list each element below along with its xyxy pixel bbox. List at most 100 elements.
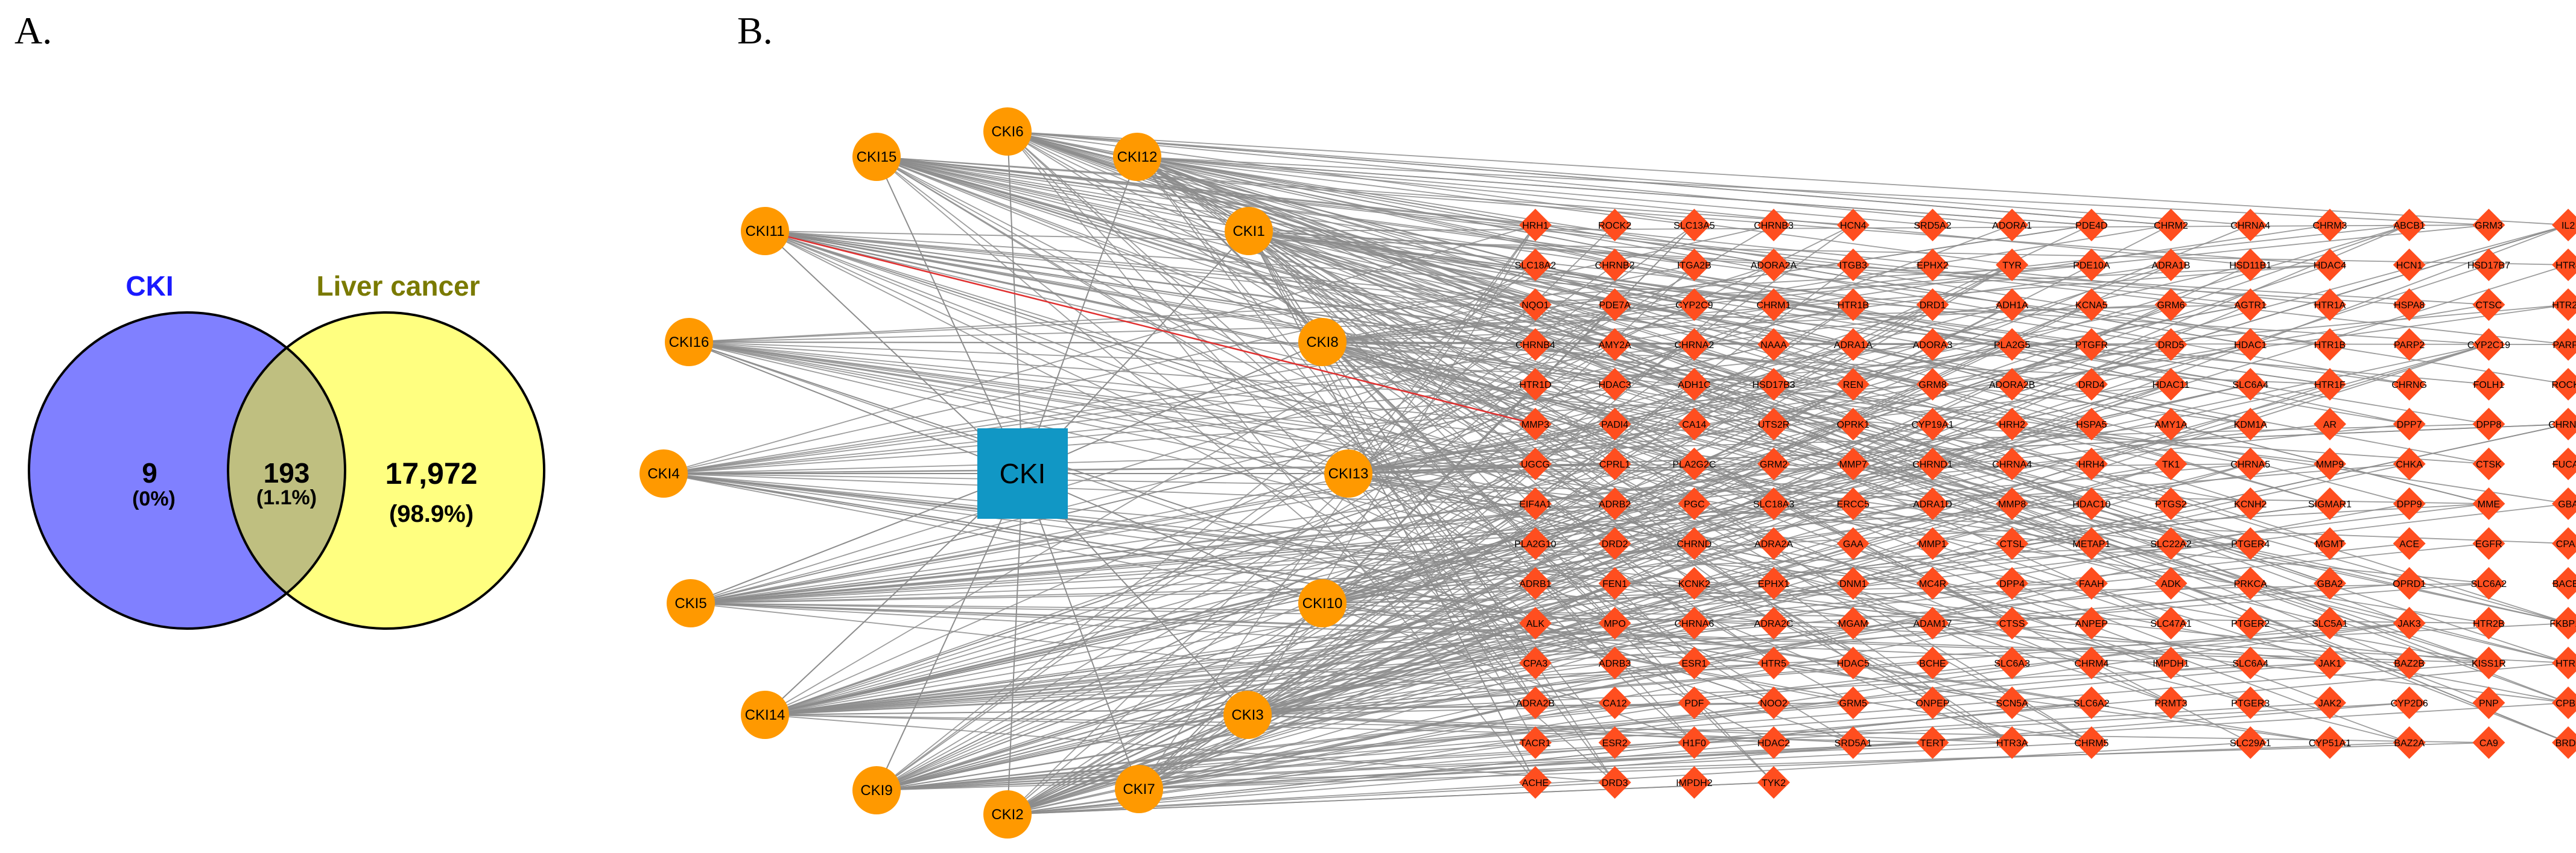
target-diamond <box>2472 647 2505 679</box>
target-diamond <box>2552 687 2576 719</box>
target-diamond <box>1678 527 1711 560</box>
target-diamond <box>1757 647 1791 679</box>
target-node: SLC6A4 <box>2233 368 2268 401</box>
venn-overlap-count: 193 <box>264 457 310 489</box>
target-node: HDAC5 <box>1837 647 1870 679</box>
target-diamond <box>2154 209 2187 241</box>
edge-cki15-nqo1 <box>876 156 1536 305</box>
target-label: TK1 <box>2162 460 2180 470</box>
target-label: HSD17B7 <box>2467 261 2510 271</box>
target-node: FAAH <box>2075 567 2108 600</box>
target-node: CYP2D6 <box>2391 687 2428 719</box>
target-node: PDF <box>1678 687 1711 719</box>
target-node: AR <box>2314 408 2346 440</box>
target-diamond <box>1836 368 1870 401</box>
target-label: CPRL1 <box>1599 460 1631 470</box>
target-label: EGFR <box>2475 539 2502 550</box>
compound-circle <box>1225 207 1273 255</box>
target-diamond <box>2314 567 2346 600</box>
target-node: MMP7 <box>1836 448 1870 480</box>
target-node: PADI4 <box>1598 408 1631 440</box>
target-diamond <box>1598 567 1631 600</box>
edge-cki13-htr2c <box>1348 304 2569 474</box>
edge-cki16-htr2b <box>688 341 2489 624</box>
target-diamond <box>2075 487 2108 520</box>
target-label: MMP3 <box>1521 420 1549 430</box>
edge-cki5-adrb2 <box>690 503 1615 604</box>
target-label: AGTR1 <box>2235 300 2267 311</box>
target-label: PDE10A <box>2073 261 2110 271</box>
target-diamond <box>2075 408 2108 440</box>
compound-label: CKI15 <box>857 149 897 165</box>
target-diamond <box>1678 408 1711 440</box>
target-diamond <box>2234 726 2267 759</box>
target-node: HDAC3 <box>1599 368 1631 401</box>
target-diamond <box>1757 726 1791 759</box>
target-node: GBA2 <box>2314 567 2346 600</box>
edge-cki1-ctsc <box>1248 230 2489 305</box>
edge-cki9-amy2a <box>876 344 1616 791</box>
target-diamond <box>1598 766 1631 799</box>
target-label: FUCA1 <box>2552 460 2576 470</box>
edge-cki15-htr1a <box>876 156 2330 305</box>
target-diamond <box>1678 766 1711 799</box>
edge-cki11-htr4 <box>764 230 2569 265</box>
edge-cki9-hspa5 <box>876 423 2092 791</box>
target-label: BAZ2B <box>2394 659 2425 669</box>
target-label: PDF <box>1684 699 1704 709</box>
target-label: MMP1 <box>1918 539 1946 550</box>
edge-cki16-hdac4 <box>688 264 2330 343</box>
target-diamond <box>1598 328 1631 361</box>
target-label: PNP <box>2479 699 2499 709</box>
compound-node-cki5: CKI5 <box>667 579 715 627</box>
target-node: ADRA2C <box>1754 607 1794 639</box>
target-node: CHRM2 <box>2154 209 2188 241</box>
target-label: CPB2 <box>2555 699 2576 709</box>
edge-cki6-chrm2 <box>1007 131 2171 226</box>
target-node: SLC6A4 <box>2233 647 2268 679</box>
target-node: KCNA5 <box>2075 288 2108 321</box>
edge-cki10-h1f0 <box>1322 603 1695 743</box>
compound-nodes: CKI1CKI2CKI3CKI4CKI5CKI6CKI7CKI8CKI9CKI1… <box>639 107 1372 839</box>
target-node: HDAC4 <box>2314 249 2346 281</box>
target-label: ESR1 <box>1682 659 1707 669</box>
target-diamond <box>2075 448 2108 480</box>
target-label: MME <box>2478 499 2500 510</box>
target-node: ADRA1D <box>1913 487 1952 520</box>
target-diamond <box>2154 288 2187 321</box>
target-node: HDAC10 <box>2072 487 2111 520</box>
edge-cki14-slc6a4 <box>764 384 2251 715</box>
target-label: ADRB2 <box>1599 499 1631 510</box>
target-label: JAK1 <box>2318 659 2341 669</box>
target-node: SLC22A2 <box>2150 527 2192 560</box>
target-label: ITGA2B <box>1677 261 1712 271</box>
edge-cki6-chrm5 <box>1007 131 2092 743</box>
target-label: SRD5A2 <box>1914 221 1951 231</box>
target-diamond <box>2154 408 2187 440</box>
target-node: KCNH2 <box>2234 487 2267 520</box>
target-label: PTGER4 <box>2231 539 2270 550</box>
target-diamond <box>1598 527 1631 560</box>
target-label: PRKCA <box>2234 579 2267 589</box>
target-node: EIF4A1 <box>1519 487 1552 520</box>
target-diamond <box>1836 687 1870 719</box>
target-diamond <box>2075 687 2108 719</box>
target-label: NOO2 <box>1760 699 1787 709</box>
target-diamond <box>1836 527 1870 560</box>
target-diamond <box>2234 527 2267 560</box>
target-label: ERCC5 <box>1837 499 1870 510</box>
compound-circle <box>852 133 901 181</box>
target-diamond <box>1916 408 1949 440</box>
target-diamond <box>2314 527 2346 560</box>
target-label: DRD1 <box>1920 300 1946 311</box>
target-node: ADRB3 <box>1598 647 1631 679</box>
target-node: BCHE <box>1916 647 1949 679</box>
target-label: PTGFR <box>2075 340 2108 350</box>
target-label: CTSL <box>2000 539 2025 550</box>
target-label: CPA1 <box>2556 539 2576 550</box>
target-diamond <box>2393 368 2426 401</box>
target-node: ROCK2 <box>1598 209 1631 241</box>
target-node: MGAM <box>1836 607 1870 639</box>
target-diamond <box>2234 408 2267 440</box>
target-label: HTR1D <box>1519 380 1551 390</box>
